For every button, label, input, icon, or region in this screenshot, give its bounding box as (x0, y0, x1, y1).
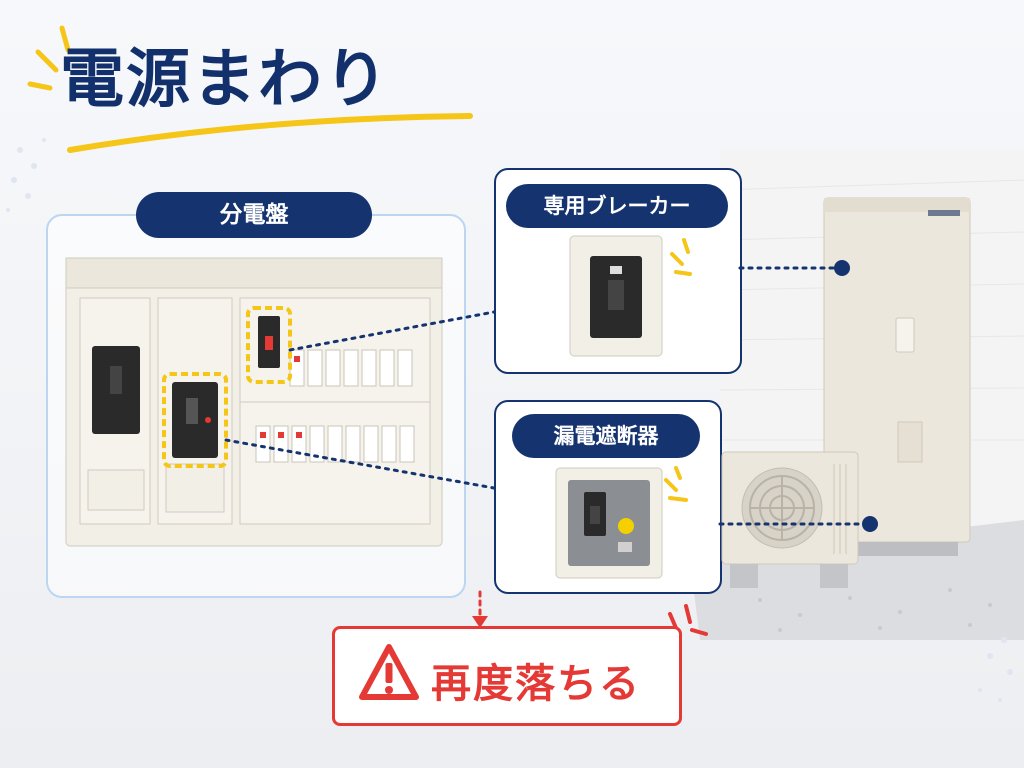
title-accent-marks (27, 25, 473, 153)
distribution-board-label: 分電盤 (136, 192, 372, 238)
water-heater-tank (823, 197, 971, 556)
earth-leakage-breaker-label: 漏電遮断器 (512, 414, 700, 458)
earth-leakage-breaker-illustration (555, 466, 688, 579)
heat-pump-outdoor-unit (721, 451, 859, 588)
dedicated-breaker-illustration (569, 235, 692, 357)
page-title: 電源まわり (60, 43, 390, 117)
dedicated-breaker-label: 専用ブレーカー (506, 184, 728, 228)
distribution-board-illustration (65, 257, 443, 547)
warning-box: 再度落ちる (332, 626, 682, 726)
warning-text: 再度落ちる (431, 661, 641, 707)
warning-triangle-icon (359, 644, 419, 700)
